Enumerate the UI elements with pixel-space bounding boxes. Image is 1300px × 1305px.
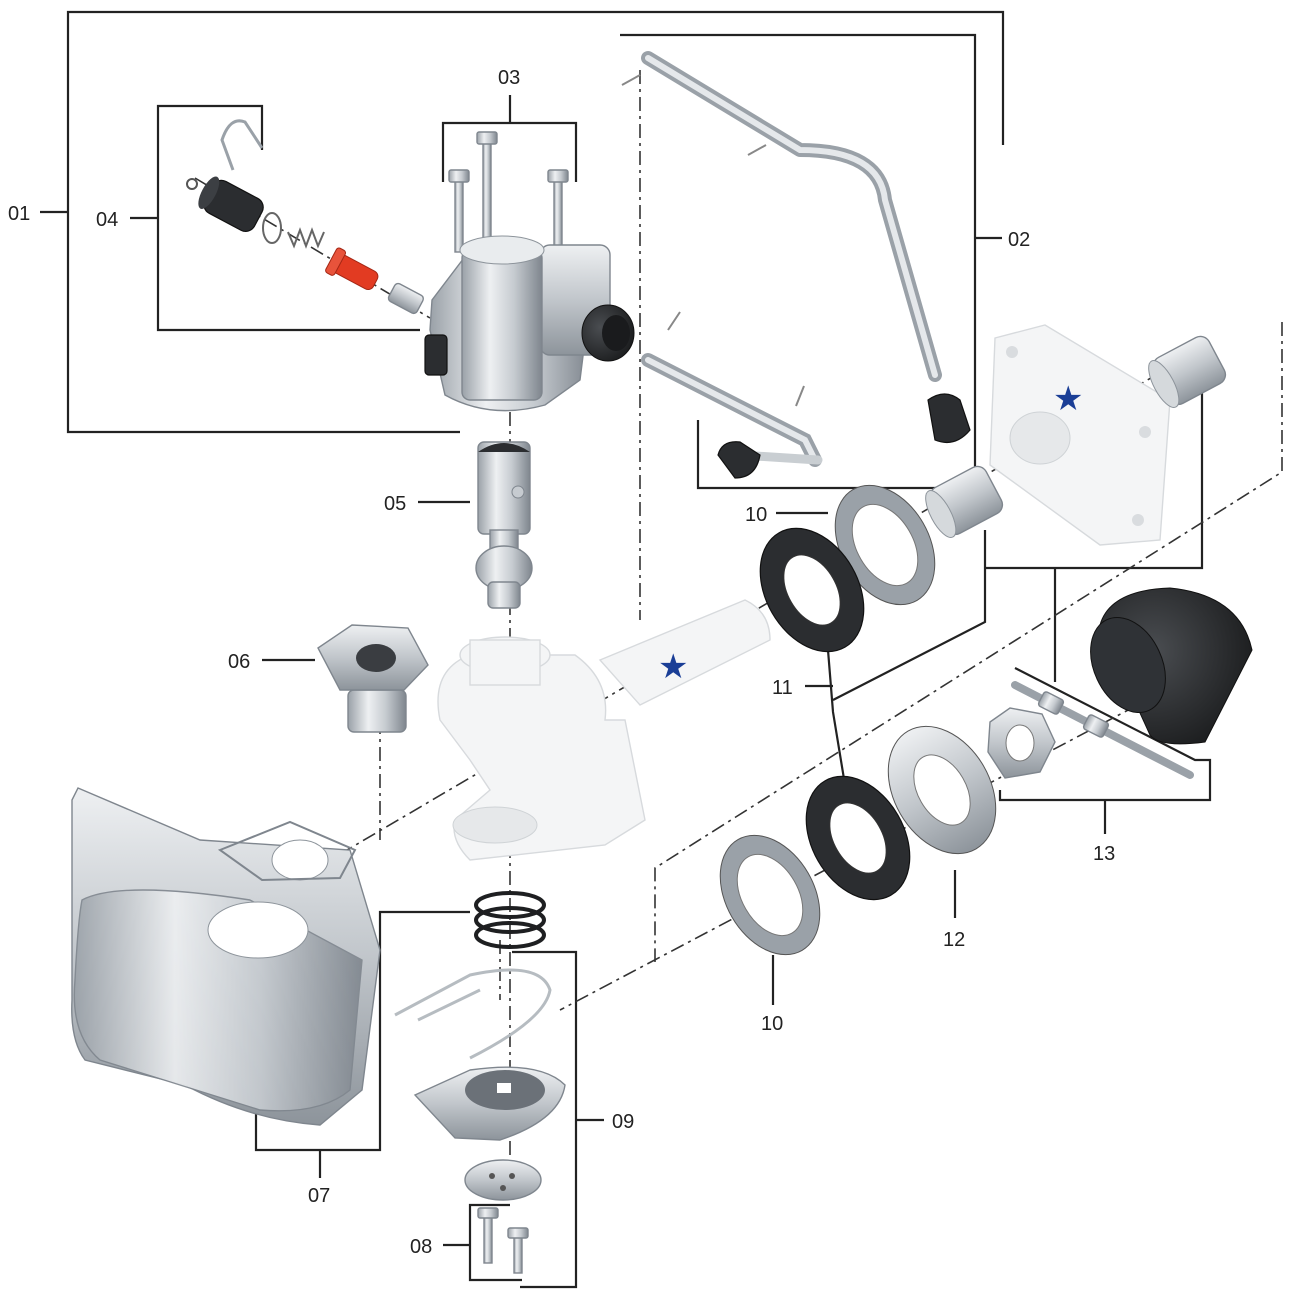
bushing-sleeves [925,335,1227,538]
axis-frame-right [654,322,1283,962]
screws [477,1207,529,1274]
housing-cylinder [461,249,543,401]
rubber-ring-11-top [759,527,865,653]
label-05: 05 [384,493,406,515]
bracket-01 [66,10,1005,434]
spring-plate-set [394,891,566,1201]
locking-pin [325,247,379,291]
coil-ring-spring [474,891,546,949]
bracket-11-join [832,530,987,701]
handle-cap [581,304,635,362]
bracket-02 [620,33,977,490]
coil-spring [287,227,325,249]
star-icon: ★ [1053,380,1083,418]
housing-tab [424,334,448,376]
hitch-insert [317,624,429,733]
bracket-04 [156,104,420,332]
washer-stack [719,484,997,956]
tow-eye-body [437,599,771,861]
small-washer [186,178,198,190]
coupling-housing [424,131,635,412]
star-icon: ★ [658,648,688,686]
rubber-ring-11-bottom [805,775,911,901]
wire-spring [394,968,552,1060]
part-labels: 01 02 03 04 05 06 07 08 09 10 10 11 12 1… [8,67,1115,1258]
spacers [1037,691,1110,738]
label-03: 03 [498,67,520,89]
o-ring [262,212,282,244]
bracket-08 [468,1203,522,1282]
label-12: 12 [943,929,965,951]
latch-assembly [186,119,424,315]
lower-handle-grip [717,441,761,479]
label-13: 13 [1093,843,1115,865]
bracket-07 [254,910,470,1152]
pin-sleeve [387,282,424,315]
mounting-bracket [71,787,381,1126]
king-pin [475,441,533,609]
bracket-11 [826,649,847,786]
label-11: 11 [772,677,793,699]
label-02: 02 [1008,229,1030,251]
label-04: 04 [96,209,118,231]
sleeve-lower [925,465,1004,538]
retainer-disc [464,1159,542,1201]
upper-handle-rod-hi [645,55,938,378]
lower-handle-rod-hi [645,357,818,463]
upper-handle-grip [927,393,971,443]
sleeve-upper [1148,335,1227,408]
label-07: 07 [308,1185,330,1207]
spring-plate [413,1066,566,1141]
washer-10-top [834,484,936,606]
label-06: 06 [228,651,250,673]
handle-assembly [621,51,971,479]
leader-lines [40,10,1212,1289]
label-01: 01 [8,203,30,225]
nut-bolt-set [987,681,1194,779]
label-10-bottom: 10 [761,1013,783,1035]
rubber-knob [198,176,264,232]
label-10-top: 10 [745,504,767,526]
rubber-cone [1090,587,1253,745]
label-09: 09 [612,1111,634,1133]
label-08: 08 [410,1236,432,1258]
housing-cylinder-top [459,235,545,265]
mounting-block [989,324,1171,546]
cup-washer-12 [887,725,997,855]
bracket-13 [998,667,1212,802]
clip-spring [220,119,264,171]
handle-pins [621,74,805,407]
housing-bolts [448,131,569,253]
washer-10-bottom [719,834,821,956]
bracket-group-right [985,392,1204,570]
